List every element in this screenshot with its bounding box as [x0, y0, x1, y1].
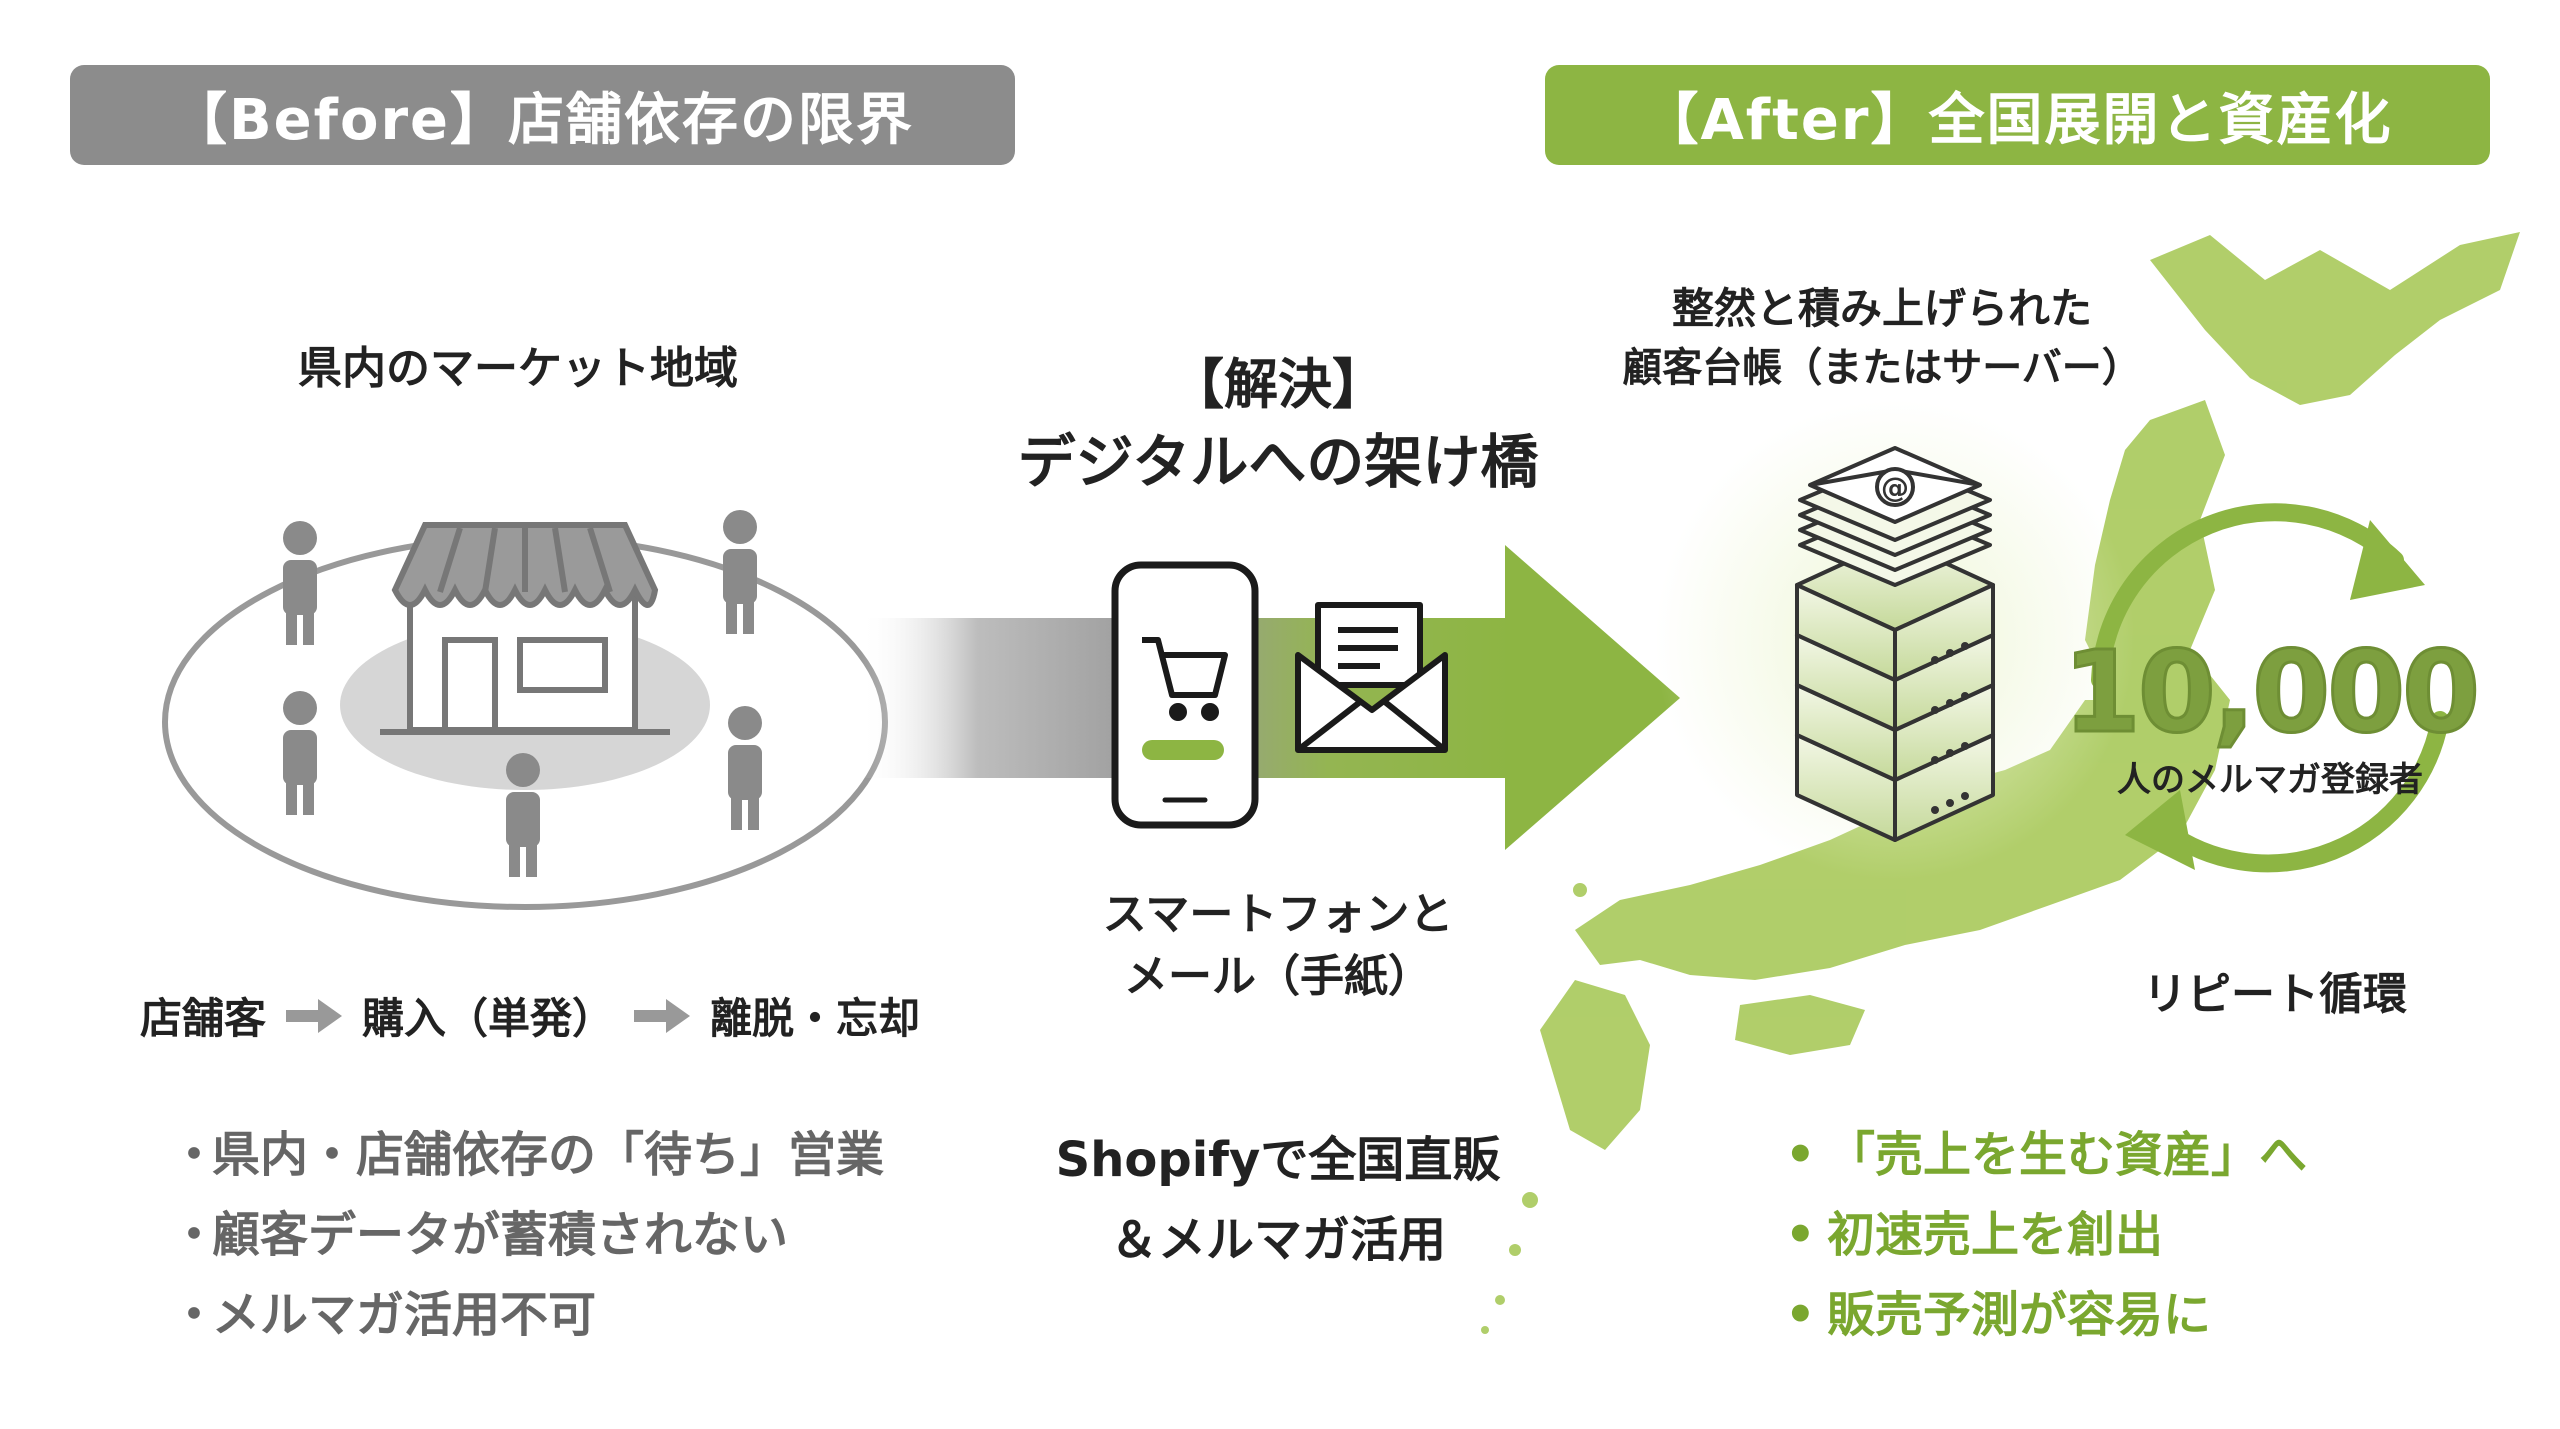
- market-region-label: 県内のマーケット地域: [298, 343, 738, 394]
- flow-arrow-icon: [634, 998, 691, 1033]
- solution-title-line2: デジタルへの架け橋: [1017, 428, 1539, 496]
- solution-title-line1: 【解決】: [1170, 353, 1386, 416]
- person-icon: [283, 521, 317, 645]
- solution-caption-line1: Shopifyで全国直販: [1055, 1132, 1501, 1188]
- subscriber-label: 人のメルマガ登録者: [2117, 760, 2423, 800]
- person-icon: [506, 753, 540, 877]
- after-bullet-list: •「売上を生む資産」へ •初速売上を創出 •販売予測が容易に: [1785, 1115, 2307, 1355]
- list-item: ・メルマガ活用不可: [170, 1287, 597, 1343]
- ledger-label-line1: 整然と積み上げられた: [1671, 284, 2093, 333]
- person-icon: [728, 706, 762, 830]
- server-stack-icon: @: [1795, 446, 1995, 842]
- device-label-line2: メール（手紙）: [1124, 951, 1432, 1002]
- cycle-arrows-icon: [2091, 503, 2449, 873]
- cart-icon: [1142, 637, 1228, 721]
- bridge-arrow: [860, 545, 1680, 850]
- device-label-line1: スマートフォンと: [1102, 889, 1454, 940]
- customer-flow: 店舗客 購入（単発） 離脱・忘却: [140, 985, 920, 1046]
- person-icon: [283, 691, 317, 815]
- person-icon: [723, 510, 757, 634]
- after-banner: 【After】全国展開と資産化: [1545, 65, 2490, 165]
- flow-step-store-customer: 店舗客: [140, 994, 267, 1043]
- svg-text:@: @: [1881, 471, 1909, 504]
- flow-step-purchase: 購入（単発）: [362, 994, 615, 1043]
- flow-arrow-icon: [286, 998, 343, 1033]
- before-bullet-list: ・県内・店舗依存の「待ち」営業 ・顧客データが蓄積されない ・メルマガ活用不可: [170, 1115, 884, 1355]
- flow-step-churn: 離脱・忘却: [710, 994, 921, 1043]
- subscriber-count: 10,000: [2061, 627, 2481, 760]
- solution-caption-line2: ＆メルマガ活用: [1109, 1212, 1447, 1268]
- ledger-label-line2: 顧客台帳（またはサーバー）: [1622, 345, 2142, 391]
- store-icon: [380, 522, 670, 735]
- before-banner: 【Before】店舗依存の限界: [70, 65, 1015, 165]
- list-item: ・県内・店舗依存の「待ち」営業: [170, 1127, 885, 1183]
- list-item: •初速売上を創出: [1785, 1207, 2164, 1263]
- at-sign-icon: @: [1875, 467, 1915, 507]
- cycle-label: リピート循環: [2143, 969, 2407, 1020]
- list-item: ・顧客データが蓄積されない: [170, 1207, 789, 1263]
- smartphone-icon: [1111, 561, 1259, 829]
- list-item: •販売予測が容易に: [1785, 1287, 2212, 1343]
- envelope-icon: [1295, 602, 1448, 753]
- list-item: •「売上を生む資産」へ: [1785, 1127, 2308, 1183]
